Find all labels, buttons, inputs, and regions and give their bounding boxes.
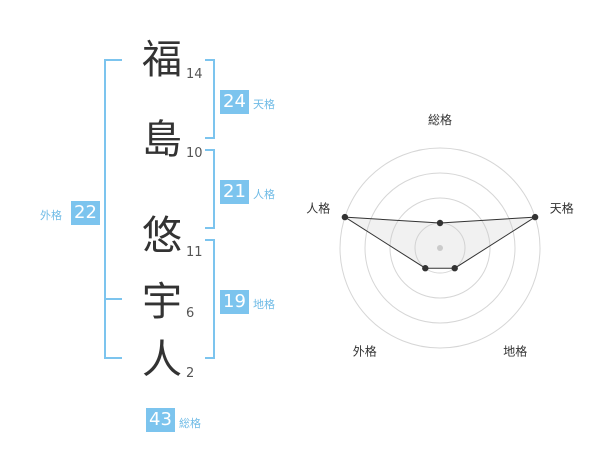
radar-axis-label-2: 天格 bbox=[550, 200, 574, 215]
stroke-count-3: 11 bbox=[186, 245, 203, 260]
radar-area bbox=[344, 216, 536, 269]
radar-ring-4 bbox=[339, 147, 541, 349]
radar-point-5 bbox=[341, 213, 349, 221]
gaikaku-label: 外格 bbox=[40, 209, 62, 222]
stroke-count-1: 14 bbox=[186, 67, 203, 82]
jinkaku-label: 人格 bbox=[253, 188, 275, 201]
name-char-5: 人 bbox=[142, 337, 182, 383]
radar-axis-label-1: 総格 bbox=[428, 112, 452, 127]
name-char-2: 島 bbox=[142, 117, 182, 163]
soukaku-value: 43 bbox=[146, 408, 175, 432]
radar-ring-2 bbox=[389, 197, 491, 299]
stroke-count-5: 2 bbox=[186, 366, 195, 381]
stroke-count-4: 6 bbox=[186, 306, 195, 321]
name-char-1: 福 bbox=[142, 37, 182, 83]
radar-axis-label-3: 地格 bbox=[503, 344, 527, 359]
radar-axis-label-4: 外格 bbox=[353, 344, 377, 359]
stroke-count-2: 10 bbox=[186, 146, 203, 161]
radar-ring-3 bbox=[364, 172, 516, 324]
gaikaku-value: 22 bbox=[71, 201, 100, 225]
name-char-4: 宇 bbox=[142, 279, 182, 325]
soukaku-label: 総格 bbox=[179, 417, 201, 430]
radar-point-2 bbox=[531, 213, 539, 221]
chikaku-value: 19 bbox=[220, 290, 249, 314]
tenkaku-label: 天格 bbox=[253, 98, 275, 111]
tenkaku-value: 24 bbox=[220, 90, 249, 114]
jinkaku-value: 21 bbox=[220, 180, 249, 204]
radar-axis-label-5: 人格 bbox=[306, 200, 330, 215]
name-char-3: 悠 bbox=[142, 213, 182, 259]
radar-center bbox=[437, 245, 443, 251]
chikaku-label: 地格 bbox=[253, 298, 275, 311]
radar-point-4 bbox=[422, 265, 429, 272]
radar-point-1 bbox=[436, 219, 444, 227]
radar-point-3 bbox=[451, 265, 458, 272]
